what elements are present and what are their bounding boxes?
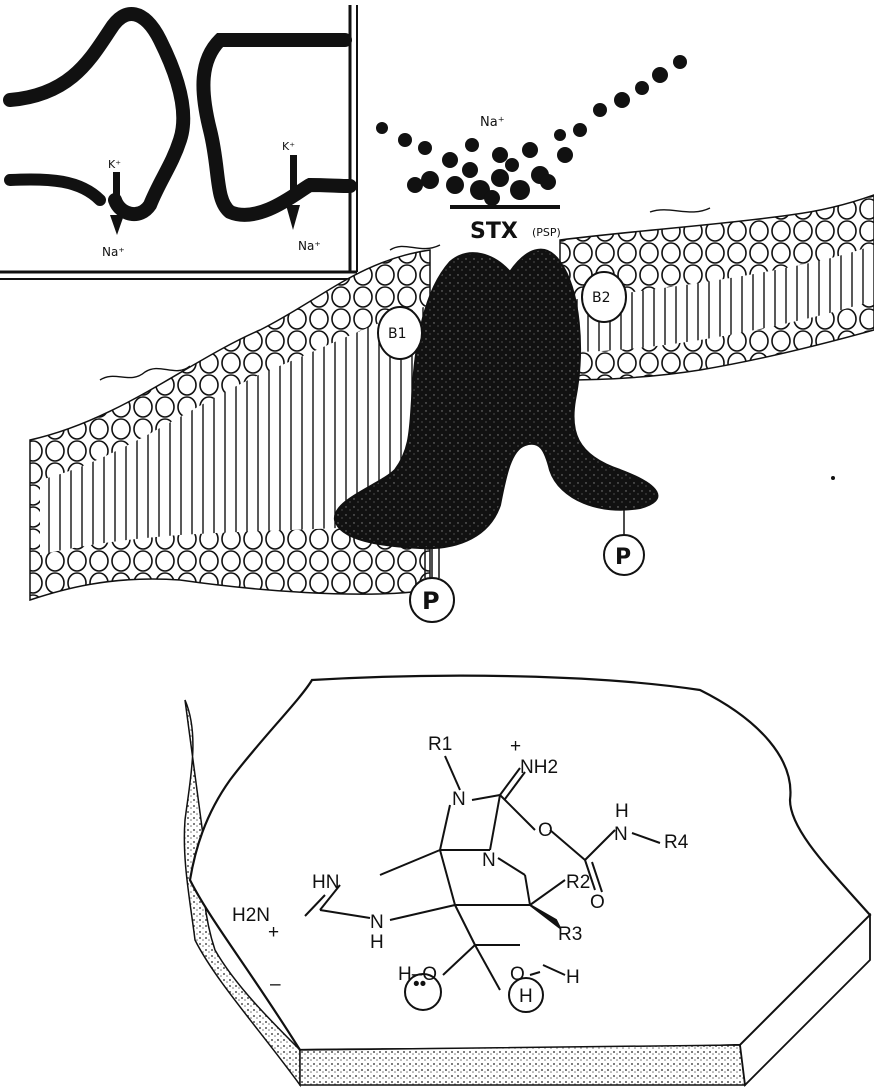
h-amide-label: H — [615, 801, 629, 822]
stx-label: STX — [470, 219, 518, 244]
saxitoxin-structure — [304, 755, 661, 1013]
inset-channel-schematic: K⁺ Na⁺ K⁺ Na⁺ — [0, 5, 358, 280]
na-ion-label: Na⁺ — [480, 115, 505, 130]
r2-label: R2 — [566, 872, 590, 893]
h-o-left-label: H–O — [398, 964, 437, 985]
h2n-left-label: H2N — [232, 905, 270, 926]
inset-na-left-label: Na⁺ — [102, 245, 125, 259]
inset-na-right-label: Na⁺ — [298, 239, 321, 253]
circle-left-label: •• — [413, 974, 426, 995]
phosphate-left-label: P — [422, 587, 440, 615]
channel-protein — [333, 248, 659, 550]
o-right-label: O — [510, 964, 525, 985]
o-ester-label: O — [538, 820, 553, 841]
phosphorylation-site-right: P — [603, 505, 645, 576]
subunit-b2: B2 — [581, 271, 627, 323]
h-right-label: H — [566, 967, 580, 988]
minus-label: – — [270, 974, 281, 995]
subunit-b1: B1 — [377, 306, 423, 360]
circle-right-label: H — [519, 986, 533, 1007]
plus-left: + — [268, 922, 279, 943]
hn-left-label: HN — [312, 872, 339, 893]
n-ring-top-label: N — [452, 789, 466, 810]
receptor-site-slab — [183, 667, 872, 1088]
phosphate-right-label: P — [615, 545, 631, 570]
sodium-ions-stream — [376, 55, 687, 206]
r4-label: R4 — [664, 832, 689, 853]
subunit-b2-label: B2 — [592, 290, 611, 306]
n-lower-label: N — [370, 912, 384, 933]
r1-label: R1 — [428, 734, 452, 755]
plus-top: + — [510, 736, 521, 757]
phosphorylation-site-left: P — [409, 545, 455, 623]
n-center-label: N — [482, 850, 496, 871]
h-lower-label: H — [370, 932, 384, 953]
stx-suffix-label: (PSP) — [532, 226, 561, 239]
r3-label: R3 — [558, 924, 582, 945]
nh2-top-label: NH2 — [520, 757, 558, 778]
inset-k-right-label: K⁺ — [282, 140, 295, 153]
inset-k-left-label: K⁺ — [108, 158, 121, 171]
lipid-bilayer — [29, 194, 874, 602]
n-amide-label: N — [614, 824, 628, 845]
o-carbonyl-label: O — [590, 892, 605, 913]
subunit-b1-label: B1 — [388, 326, 407, 342]
